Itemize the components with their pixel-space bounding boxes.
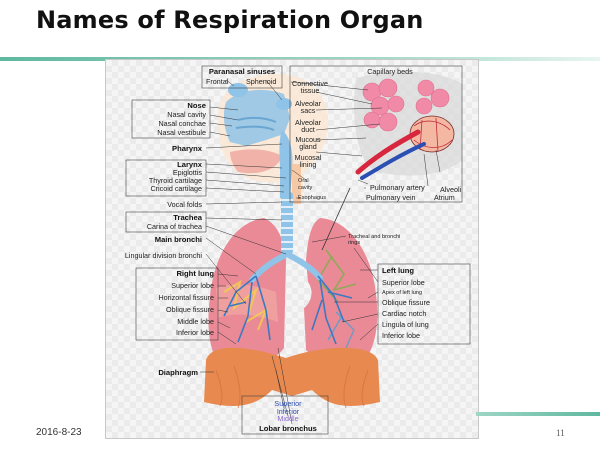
left-lung-box [377,263,471,345]
label-oral-cavity-2: cavity [298,185,313,191]
diagram-canvas: Paranasal sinuses Frontal Sphenoid Nose … [125,65,471,435]
nose-box [131,99,211,139]
label-oral-cavity-1: Oral [298,178,309,184]
label-pulmonary-artery: Pulmonary artery [370,183,425,192]
diaphragm-shape [204,347,380,406]
label-pulmonary-vein: Pulmonary vein [366,193,416,202]
slide-title: Names of Respiration Organ [36,6,424,34]
label-alveolar-duct-2: duct [301,125,315,134]
label-thyroid-cartilage: Thyroid cartilage [149,176,202,185]
label-paranasal-sinuses: Paranasal sinuses [209,67,275,76]
label-right-lung: Right lung [176,269,214,278]
label-left-oblique-fissure: Oblique fissure [382,298,430,307]
sphenoid-sinus-shape [276,98,292,110]
label-lobar-middle: Middle [277,414,298,423]
pulmonary-vein-vessel [360,142,426,180]
label-cricoid-cartilage: Cricoid cartilage [150,184,202,193]
nasal-conchae-shape [235,116,277,131]
label-larynx: Larynx [177,160,203,169]
paranasal-sinuses-box [201,65,283,89]
label-pharynx: Pharynx [172,144,203,153]
footer-date: 2016-8-23 [36,427,82,438]
label-tracheal-rings-1: Tracheal and bronchi [348,234,400,240]
label-right-superior-lobe: Superior lobe [171,281,214,290]
label-horizontal-fissure: Horizontal fissure [158,293,214,302]
label-trachea: Trachea [173,213,202,222]
esophagus-shape [292,164,301,204]
label-left-inferior-lobe: Inferior lobe [382,331,420,340]
label-nose: Nose [187,101,206,110]
diaphragm-stripes [215,365,369,409]
lobar-bronchus-box [241,395,329,435]
capillary-net [413,117,453,153]
label-right-inferior-lobe: Inferior lobe [176,328,214,337]
label-mucosal-lining-1: Mucosal [295,153,322,162]
alveolar-sacs-cluster [362,78,450,132]
label-diaphragm: Diaphragm [158,368,198,377]
label-vocal-folds: Vocal folds [167,200,202,209]
tracheal-rings [281,199,293,250]
label-lingula-of-lung: Lingula of lung [382,320,429,329]
pulmonary-artery-vessel [355,129,421,175]
alveoli-box [289,65,463,203]
label-left-superior-lobe: Superior lobe [382,278,425,287]
label-lobar-inferior: Inferior [277,407,300,416]
label-alveolar-sacs-2: sacs [301,106,316,115]
label-esophagus: Esophagus [298,195,326,201]
respiratory-system-diagram: Paranasal sinuses Frontal Sphenoid Nose … [105,59,479,439]
frontal-sinus-shape [228,83,248,97]
label-right-oblique-fissure: Oblique fissure [166,305,214,314]
label-alveolar-duct-1: Alveolar [295,118,322,127]
label-left-lung: Left lung [382,266,414,275]
label-cardiac-notch: Cardiac notch [382,309,426,318]
label-nasal-vestibule: Nasal vestibule [157,128,206,137]
label-frontal: Frontal [206,77,229,86]
label-connective-tissue-2: tissue [301,86,320,95]
inset-pointer-arrow [321,187,351,251]
label-nasal-conchae: Nasal conchae [158,119,206,128]
label-lobar-superior: Superior [274,399,302,408]
larynx-box [125,159,207,197]
label-connective-tissue-1: Connective [292,79,328,88]
label-sphenoid: Sphenoid [246,77,276,86]
left-lung-shape [304,218,378,366]
label-nasal-cavity: Nasal cavity [167,110,206,119]
trachea-shape [281,192,293,254]
label-alveoli: Alveoli [440,185,462,194]
page-number: 11 [556,428,565,438]
label-middle-lobe: Middle lobe [177,317,214,326]
label-mucosal-lining-2: lining [300,160,317,169]
label-apex-of-left-lung: Apex of left lung [382,290,422,296]
pharynx-shape [279,130,293,198]
label-mucous-gland-1: Mucous [295,135,321,144]
label-main-bronchi: Main bronchi [155,235,202,244]
leader-lines [200,79,441,425]
label-epiglottis: Epiglottis [173,168,203,177]
label-lingular-division-bronchi: Lingular division bronchi [125,251,203,260]
label-capillary-beds: Capillary beds [367,67,413,76]
label-mucous-gland-2: gland [299,142,317,151]
label-atrium: Atrium [434,193,455,202]
label-tracheal-rings-2: rings [348,240,360,246]
right-lung-box [135,267,219,341]
bronchial-tree [223,275,353,345]
label-alveolar-sacs-1: Alveolar [295,99,322,108]
label-lobar-bronchus: Lobar bronchus [259,424,317,433]
bottom-accent-bar [476,412,600,416]
trachea-box [125,211,207,233]
label-carina-of-trachea: Carina of trachea [147,222,202,231]
